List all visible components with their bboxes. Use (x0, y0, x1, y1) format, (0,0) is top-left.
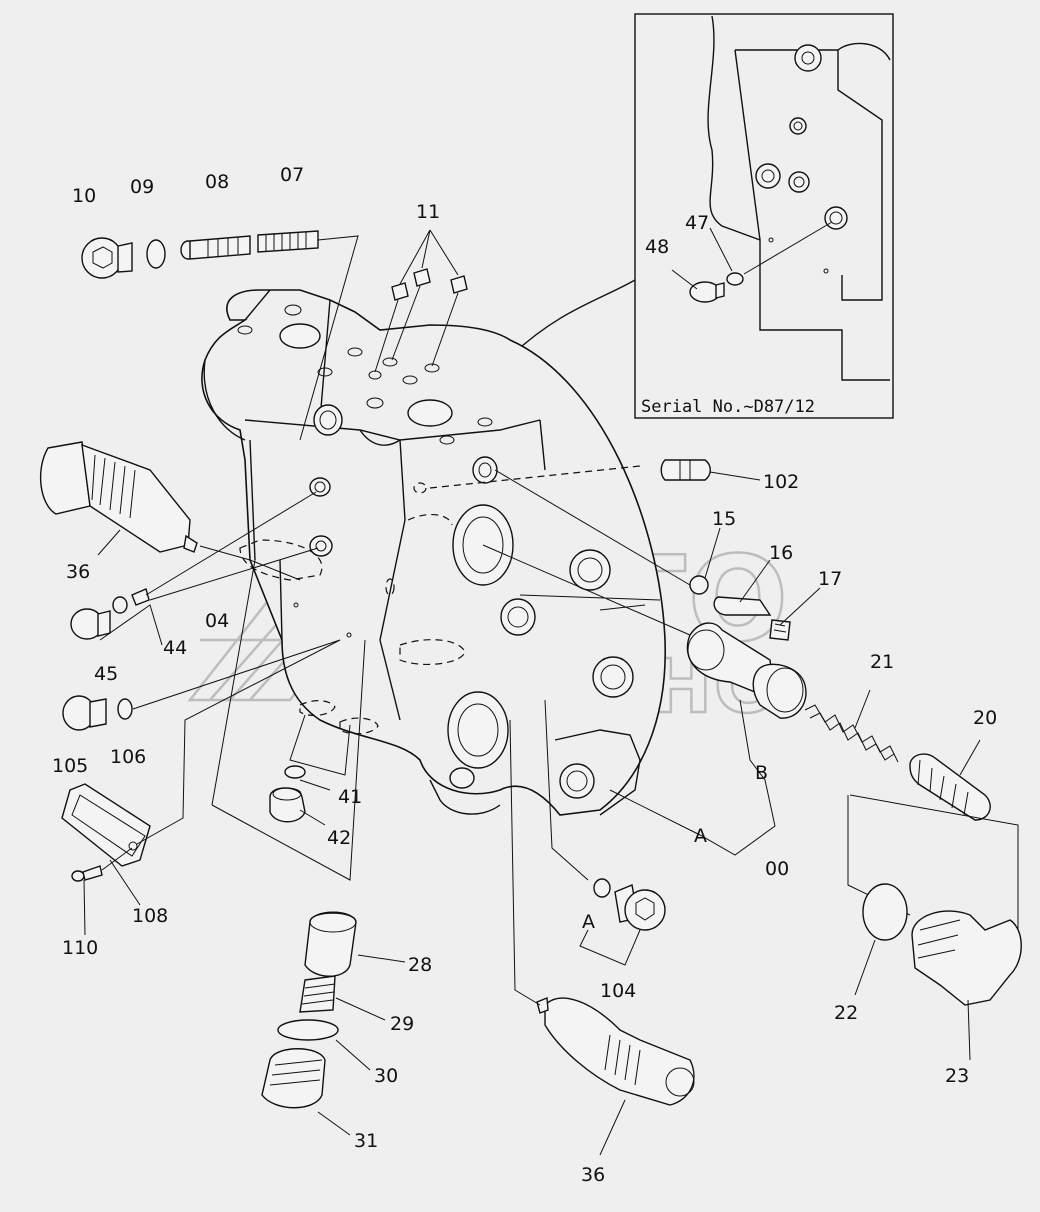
inset-frame (634, 13, 894, 419)
part-110-screw (71, 865, 103, 882)
part-22-snapring (862, 883, 908, 941)
part-42-plug (269, 787, 306, 823)
inset-oring-47 (726, 272, 744, 286)
label-22: 22 (834, 1002, 858, 1024)
label-09: 09 (130, 176, 154, 198)
label-10: 10 (72, 185, 96, 207)
label-30: 30 (374, 1065, 398, 1087)
label-45: 45 (94, 663, 118, 685)
part-102-pin (660, 459, 711, 481)
label-105: 105 (52, 755, 88, 777)
part-30-oring (277, 1019, 339, 1041)
part-09-oring (146, 239, 166, 269)
label-28: 28 (408, 954, 432, 976)
label-B: B (755, 762, 768, 784)
serial-inset: 47 48 Serial No.~D87/12 (511, 13, 894, 419)
part-108-cover (61, 783, 151, 867)
label-48: 48 (645, 236, 669, 258)
part-21-spring (804, 704, 899, 763)
part-104-oring (593, 878, 611, 898)
part-10-plug (81, 237, 133, 279)
serial-note: Serial No.~D87/12 (641, 397, 815, 417)
label-16: 16 (769, 542, 793, 564)
label-36-upper: 36 (66, 561, 90, 583)
inset-plug-48 (689, 281, 725, 303)
label-11: 11 (416, 201, 440, 223)
part-labels: 10 09 08 07 11 36 04 44 45 105 106 108 1… (52, 164, 997, 1186)
label-A-upper: A (694, 825, 707, 847)
label-106: 106 (110, 746, 146, 768)
label-44: 44 (163, 637, 187, 659)
part-11-screws (374, 229, 468, 373)
label-104: 104 (600, 980, 636, 1002)
label-47: 47 (685, 212, 709, 234)
label-17: 17 (818, 568, 842, 590)
label-04: 04 (205, 610, 229, 632)
part-04-screw (131, 491, 319, 606)
part-28-piston (304, 911, 357, 977)
label-00: 00 (765, 858, 789, 880)
label-110: 110 (62, 937, 98, 959)
part-31-plug (261, 1048, 326, 1109)
part-36-relief-valve-lower (536, 996, 695, 1106)
label-08: 08 (205, 171, 229, 193)
label-42: 42 (327, 827, 351, 849)
label-102: 102 (763, 471, 799, 493)
part-08-piston (180, 235, 251, 260)
part-20-spring (909, 753, 991, 821)
label-21: 21 (870, 651, 894, 673)
part-29-spring (299, 975, 336, 1013)
part-104-plug (614, 884, 666, 931)
part-15-ball (689, 575, 709, 595)
label-A-lower: A (582, 911, 595, 933)
part-44-oring (112, 596, 128, 614)
label-31: 31 (354, 1130, 378, 1152)
valve-body (201, 289, 666, 816)
part-17-screw (769, 619, 791, 641)
part-07-spring (257, 230, 319, 253)
label-15: 15 (712, 508, 736, 530)
label-108: 108 (132, 905, 168, 927)
part-105-plug (62, 695, 107, 731)
part-41-oring (284, 765, 306, 779)
label-07: 07 (280, 164, 304, 186)
part-23-plug (911, 910, 1022, 1006)
label-36-lower: 36 (581, 1164, 605, 1186)
part-106-oring (117, 698, 133, 720)
part-36-relief-valve-upper (40, 441, 198, 553)
label-29: 29 (390, 1013, 414, 1035)
label-23: 23 (945, 1065, 969, 1087)
part-16-pin (713, 596, 772, 616)
label-41: 41 (338, 786, 362, 808)
part-45-plug (70, 608, 111, 640)
label-20: 20 (973, 707, 997, 729)
part-spool (686, 622, 807, 719)
